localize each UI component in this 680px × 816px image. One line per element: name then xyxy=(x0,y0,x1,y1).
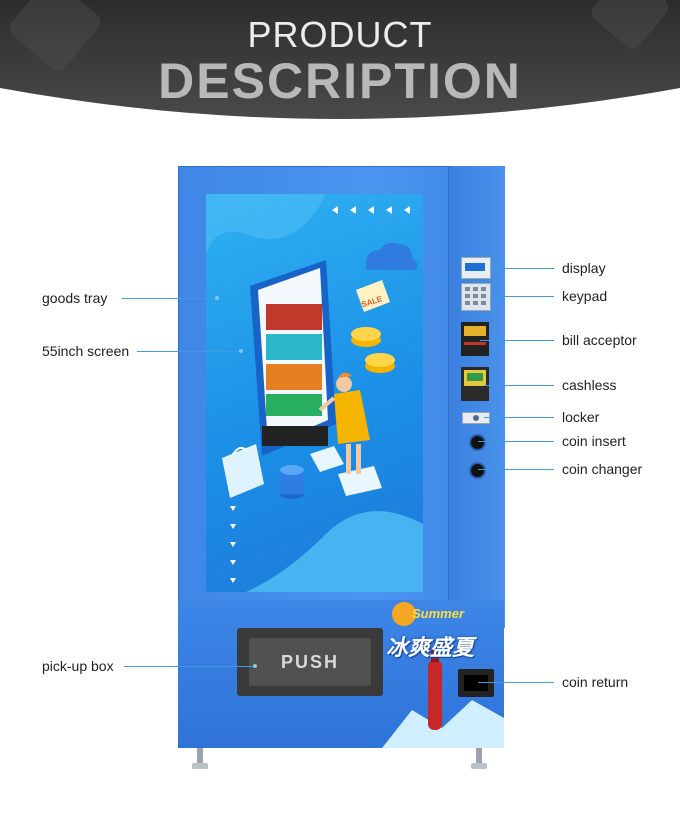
machine-leg-right xyxy=(471,748,487,769)
cashless-reader-screen xyxy=(467,373,483,381)
promo-title: 冰爽盛夏 xyxy=(386,635,475,660)
leader-locker xyxy=(484,417,554,418)
label-cashless: cashless xyxy=(562,377,617,393)
cashless-reader[interactable] xyxy=(461,367,489,401)
leader-coin-return xyxy=(478,682,554,683)
bill-acceptor-slot xyxy=(464,342,486,345)
leader-pickup-box xyxy=(124,666,255,667)
leader-keypad xyxy=(490,296,554,297)
coin-changer-slot[interactable] xyxy=(469,462,486,479)
leader-coin-changer xyxy=(478,469,554,470)
label-coin-insert: coin insert xyxy=(562,433,626,449)
coin-insert-slot[interactable] xyxy=(469,434,486,451)
screen-illustration: SALE xyxy=(206,194,423,592)
coin-return-slot[interactable] xyxy=(458,669,494,697)
push-door-label: PUSH xyxy=(249,638,371,686)
header-banner xyxy=(0,0,680,119)
bill-acceptor-sticker xyxy=(464,326,486,336)
label-bill-acceptor: bill acceptor xyxy=(562,332,637,348)
leader-cashless xyxy=(484,385,554,386)
leader-coin-insert xyxy=(478,441,554,442)
label-display: display xyxy=(562,260,606,276)
label-55inch-screen: 55inch screen xyxy=(42,343,130,359)
leader-display xyxy=(490,268,554,269)
leader-dot-goods-tray xyxy=(215,296,219,300)
bill-acceptor[interactable] xyxy=(461,322,489,356)
leader-goods-tray xyxy=(122,298,217,299)
leader-dot-pickup-box xyxy=(253,664,257,668)
keypad-keys xyxy=(465,287,486,305)
promo-sticker: Summer 冰爽盛夏 xyxy=(382,600,504,748)
locker-keyhole xyxy=(473,415,479,421)
label-locker: locker xyxy=(562,409,600,425)
display-unit-screen xyxy=(465,263,485,271)
label-goods-tray: goods tray xyxy=(42,290,108,306)
leader-bill-acceptor xyxy=(480,340,554,341)
label-coin-return: coin return xyxy=(562,674,629,690)
header-title-line1: PRODUCT xyxy=(247,14,433,55)
keypad[interactable] xyxy=(461,283,491,311)
promo-script-text: Summer xyxy=(412,606,465,621)
locker[interactable] xyxy=(462,412,490,424)
label-pickup-box: pick-up box xyxy=(42,658,114,674)
coin-return-opening xyxy=(464,675,488,691)
leader-screen xyxy=(137,351,241,352)
touch-screen: SALE xyxy=(206,194,423,592)
header-title-line2: DESCRIPTION xyxy=(158,53,522,109)
label-coin-changer: coin changer xyxy=(562,461,643,477)
leader-dot-screen xyxy=(239,349,243,353)
label-keypad: keypad xyxy=(562,288,608,304)
machine-leg-left xyxy=(192,748,208,769)
promo-graphic xyxy=(382,602,504,748)
